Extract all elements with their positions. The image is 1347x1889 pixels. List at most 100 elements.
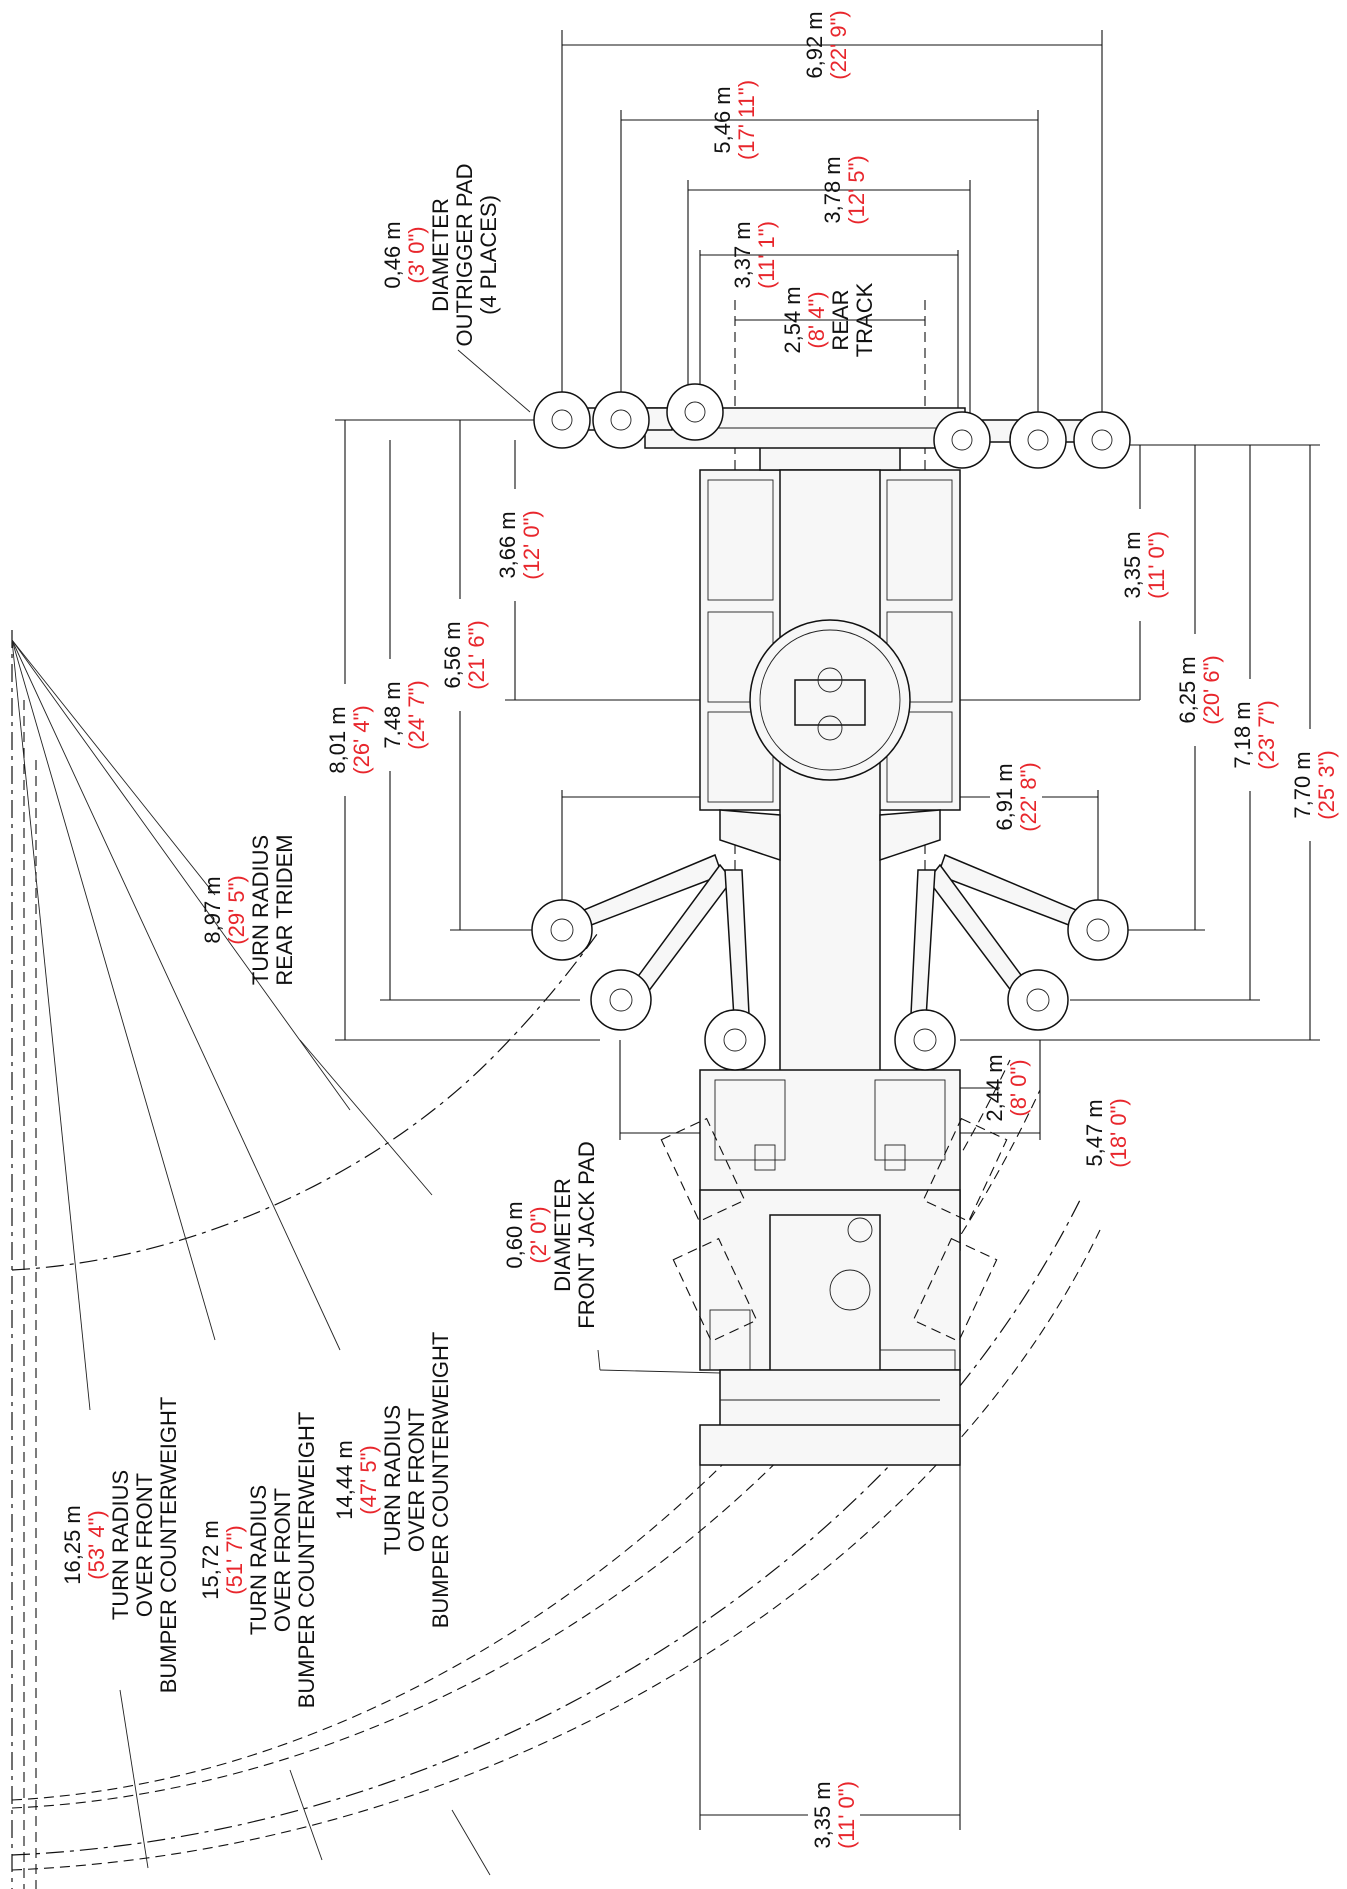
front-jack-pad-metric: 0,60 m (502, 1201, 527, 1268)
rear-track-label-1: REAR (828, 289, 853, 350)
outrigger-pad-line-1: DIAMETER (428, 198, 453, 312)
turn-radius-15-72: 15,72 m (51' 7") TURN RADIUS OVER FRONT … (198, 1412, 319, 1709)
dim-6-56: 6,56 m (21' 6") (438, 599, 490, 711)
dim-2-44-metric: 2,44 m (982, 1054, 1007, 1121)
dim-3-35-right: 3,35 m (11' 0") (1118, 509, 1170, 621)
dim-5-47: 5,47 m (18' 0") (1082, 1098, 1131, 1167)
turn-radius-2-imperial: (51' 7") (222, 1525, 247, 1594)
front-jack-pad-imperial: (2' 0") (526, 1206, 551, 1263)
dim-5-46-imperial: (17' 11") (734, 80, 759, 160)
rear-track-metric: 2,54 m (780, 286, 805, 353)
dim-8-01: 8,01 m (26' 4") (323, 684, 375, 796)
dim-7-70-imperial: (25' 3") (1314, 750, 1339, 819)
dim-3-37-metric: 3,37 m (730, 221, 755, 288)
turn-radius-rear-tridem: 8,97 m (29' 5") TURN RADIUS REAR TRIDEM (200, 834, 297, 985)
dim-6-92-metric: 6,92 m (802, 11, 827, 78)
dim-3-35-bottom-imperial: (11' 0") (834, 1781, 859, 1849)
turn-radius-0-metric: 8,97 m (200, 876, 225, 943)
dim-6-56-metric: 6,56 m (440, 621, 465, 688)
dim-3-78-imperial: (12' 5") (844, 155, 869, 224)
outrigger-pad (531, 899, 593, 961)
outrigger-pad (1007, 969, 1069, 1031)
dim-5-47-metric: 5,47 m (1082, 1099, 1107, 1166)
dim-3-37-imperial: (11' 1") (754, 221, 779, 289)
turn-radius-3-line-1: TURN RADIUS (108, 1470, 133, 1620)
outrigger-pad-line-3: (4 PLACES) (476, 195, 501, 315)
dim-3-66-imperial: (12' 0") (519, 510, 544, 579)
radius-leaders (11, 639, 491, 1876)
dim-6-92-imperial: (22' 9") (826, 10, 851, 79)
turned-wheels (660, 1117, 1008, 1343)
dim-3-66-metric: 3,66 m (495, 511, 520, 578)
turn-radius-1-line-1: TURN RADIUS (380, 1405, 405, 1555)
dim-3-37: 3,37 m (11' 1") (730, 221, 779, 289)
turn-radius-1-line-3: BUMPER COUNTERWEIGHT (428, 1332, 453, 1629)
turn-radius-2-line-1: TURN RADIUS (246, 1485, 271, 1635)
dim-3-35-bottom-metric: 3,35 m (810, 1781, 835, 1848)
outrigger-pad (704, 1009, 766, 1071)
rear-track-label-2: TRACK (852, 282, 877, 357)
dim-7-18-metric: 7,18 m (1230, 701, 1255, 768)
dim-6-25-imperial: (20' 6") (1199, 655, 1224, 724)
rear-track-dim: 2,54 m (8' 4") REAR TRACK (780, 282, 877, 357)
outrigger-pad (933, 411, 991, 469)
turn-radius-0-line-1: TURN RADIUS (248, 835, 273, 985)
dim-7-18-imperial: (23' 7") (1254, 700, 1279, 769)
dim-7-48-imperial: (24' 7") (404, 680, 429, 749)
dim-8-01-imperial: (26' 4") (349, 705, 374, 774)
crane-carrier (644, 407, 966, 1466)
turn-radius-0-imperial: (29' 5") (224, 875, 249, 944)
front-jack-pad-line-2: FRONT JACK PAD (574, 1141, 599, 1328)
turn-radius-0-line-2: REAR TRIDEM (272, 834, 297, 985)
outrigger-pad-metric: 0,46 m (380, 221, 405, 288)
turn-radius-2-line-2: OVER FRONT (270, 1488, 295, 1632)
dim-3-35-bottom: 3,35 m (11' 0") (808, 1759, 860, 1871)
dim-3-78-metric: 3,78 m (820, 156, 845, 223)
dim-7-70-metric: 7,70 m (1290, 751, 1315, 818)
dim-5-46: 5,46 m (17' 11") (710, 80, 759, 160)
outrigger-pad (590, 969, 652, 1031)
outrigger-pad (1073, 411, 1131, 469)
turn-radius-3-metric: 16,25 m (60, 1505, 85, 1585)
dim-3-35-right-imperial: (11' 0") (1144, 531, 1169, 599)
front-jack-pad-line-1: DIAMETER (550, 1178, 575, 1292)
dim-6-25: 6,25 m (20' 6") (1173, 634, 1225, 746)
turn-radius-1-imperial: (47' 5") (356, 1445, 381, 1514)
outrigger-pads (531, 383, 1131, 1071)
dim-6-56-imperial: (21' 6") (464, 620, 489, 689)
dim-7-70: 7,70 m (25' 3") (1288, 729, 1340, 841)
dim-3-35-right-metric: 3,35 m (1120, 531, 1145, 598)
outrigger-pad (592, 391, 650, 449)
dim-6-91-imperial: (22' 8") (1016, 762, 1041, 831)
dim-7-48: 7,48 m (24' 7") (378, 659, 430, 771)
dim-7-18: 7,18 m (23' 7") (1228, 679, 1280, 791)
dim-2-44-imperial: (8' 0") (1006, 1059, 1031, 1116)
turn-radius-14-44: 14,44 m (47' 5") TURN RADIUS OVER FRONT … (332, 1332, 453, 1629)
dim-8-01-metric: 8,01 m (325, 706, 350, 773)
turn-radius-3-line-3: BUMPER COUNTERWEIGHT (156, 1397, 181, 1694)
dim-5-47-imperial: (18' 0") (1106, 1098, 1131, 1167)
dim-6-91-metric: 6,91 m (992, 763, 1017, 830)
outrigger-pad-callout: 0,46 m (3' 0") DIAMETER OUTRIGGER PAD (4… (380, 164, 501, 347)
dim-6-25-metric: 6,25 m (1175, 656, 1200, 723)
turn-radius-3-imperial: (53' 4") (84, 1510, 109, 1579)
dim-3-78: 3,78 m (12' 5") (820, 155, 869, 224)
dim-2-44: 2,44 m (8' 0") (982, 1054, 1031, 1121)
turn-radius-1-metric: 14,44 m (332, 1440, 357, 1520)
turn-radius-2-line-3: BUMPER COUNTERWEIGHT (294, 1412, 319, 1709)
outrigger-pad (894, 1009, 956, 1071)
dim-3-66: 3,66 m (12' 0") (493, 489, 545, 601)
turn-radius-3-line-2: OVER FRONT (132, 1473, 157, 1617)
dim-6-91: 6,91 m (22' 8") (990, 741, 1042, 853)
outrigger-pad (533, 391, 591, 449)
front-jack-pad-callout: 0,60 m (2' 0") DIAMETER FRONT JACK PAD (502, 1141, 599, 1328)
dim-7-48-metric: 7,48 m (380, 681, 405, 748)
rear-track-imperial: (8' 4") (804, 291, 829, 348)
dim-5-46-metric: 5,46 m (710, 86, 735, 153)
turn-radius-2-metric: 15,72 m (198, 1520, 223, 1600)
outrigger-pad (1009, 411, 1067, 469)
turn-radius-1-line-2: OVER FRONT (404, 1408, 429, 1552)
outrigger-pad (666, 383, 724, 441)
outrigger-pad (1067, 899, 1129, 961)
outrigger-pad-line-2: OUTRIGGER PAD (452, 164, 477, 347)
